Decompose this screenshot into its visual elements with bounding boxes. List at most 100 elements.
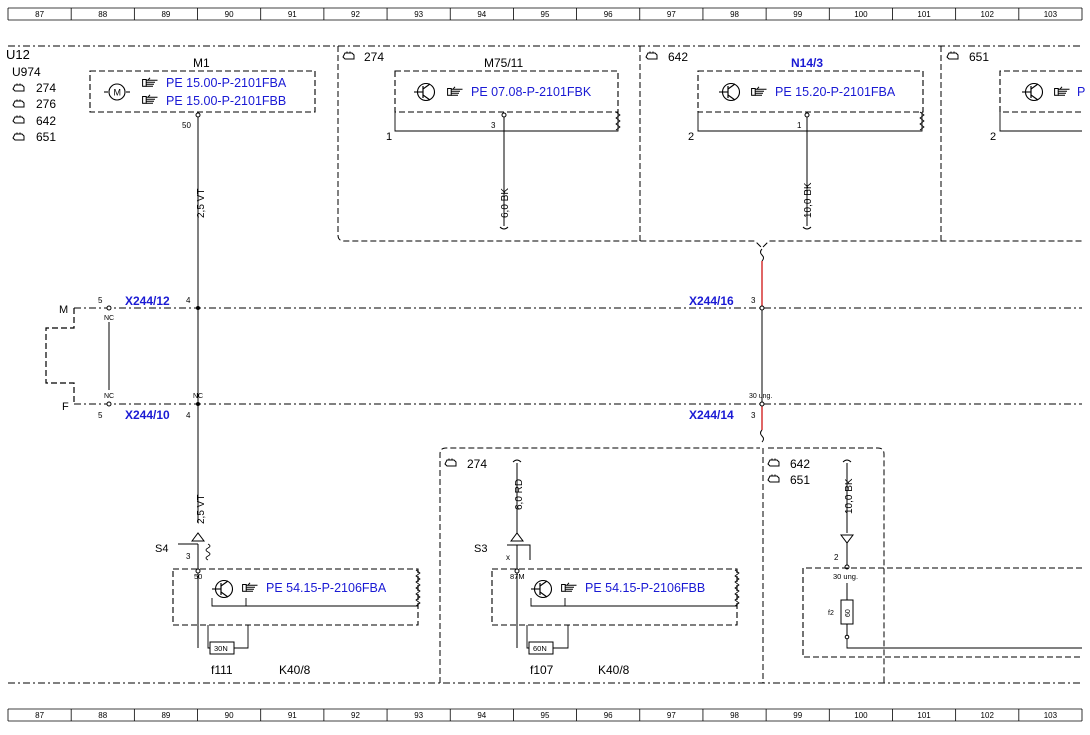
grid-column-bottom: 95 — [541, 711, 550, 720]
pin-label: 5 — [98, 296, 103, 305]
pin-label: 2 — [834, 553, 839, 562]
grid-column-bottom: 100 — [854, 711, 868, 720]
grid-column-top: 88 — [98, 10, 107, 19]
fuse-module-f2: 2 30 ung. 60 f2 — [802, 534, 1082, 658]
engine-code-icon — [767, 474, 780, 483]
engine-code-icon — [946, 51, 959, 60]
grid-column-top: 92 — [351, 10, 360, 19]
fuse-name: f107 — [530, 663, 554, 677]
reference-link[interactable]: PE 15.00-P-2101FBA — [166, 76, 287, 90]
grid-column-bottom: 98 — [730, 711, 739, 720]
reference-link[interactable]: PE 15.20-P-2101FBA — [775, 85, 896, 99]
wire-label: 10,0 BK — [844, 478, 855, 514]
pointing-hand-icon — [447, 86, 463, 96]
grid-column-top: 91 — [288, 10, 297, 19]
transistor-icon — [1022, 82, 1044, 102]
pin-label: 3 — [186, 552, 191, 561]
pin-label: 2 — [990, 131, 996, 143]
connector-label[interactable]: X244/12 — [125, 294, 170, 308]
pin-label: 1 — [386, 131, 392, 143]
variant-code: 642 — [790, 457, 810, 471]
fuse-name: f111 — [211, 663, 233, 677]
pin-label: 3 — [491, 121, 496, 130]
variant-title-u974: U974 — [12, 65, 41, 79]
rail-label-m: M — [59, 304, 68, 316]
grid-column-top: 97 — [667, 10, 676, 19]
connector-label[interactable]: X244/10 — [125, 408, 170, 422]
pin-label: 1 — [797, 121, 802, 130]
grid-column-top: 99 — [793, 10, 802, 19]
engine-code-icon — [12, 83, 25, 92]
reference-link[interactable]: PE 54.15-P-2106FBB — [585, 581, 705, 595]
grid-column-bottom: 99 — [793, 711, 802, 720]
wire-label: 10,0 BK — [803, 182, 814, 218]
variant-code: 274 — [467, 457, 487, 471]
engine-code-icon — [342, 51, 355, 60]
pin-label: 4 — [186, 411, 191, 420]
grid-column-bottom: 90 — [225, 711, 234, 720]
partial-label-u12: U12 — [6, 47, 30, 62]
grid-column-top: 102 — [981, 10, 995, 19]
engine-code-icon — [767, 458, 780, 467]
pin-label: 2 — [688, 131, 694, 143]
variant-code: 651 — [790, 473, 810, 487]
fuse-label: 60N — [533, 644, 547, 653]
reference-link[interactable]: PE 54.15-P-2106FBA — [266, 581, 387, 595]
transistor-icon — [212, 579, 234, 599]
engine-code-item: 274 — [36, 81, 56, 95]
grid-column-bottom: 87 — [35, 711, 44, 720]
engine-code-icon — [12, 99, 25, 108]
grid-ruler-bottom — [8, 708, 1082, 722]
switch-s3: S3 x 87M — [474, 532, 531, 581]
pointing-hand-icon — [561, 582, 577, 592]
pin-label: x — [506, 553, 510, 562]
connector-x244-10: NC NC 5 X244/10 4 — [98, 393, 203, 422]
grid-column-bottom: 93 — [414, 711, 423, 720]
engine-code-icon — [12, 115, 25, 124]
reference-link[interactable]: P — [1077, 85, 1085, 99]
variant-code: 651 — [969, 50, 989, 64]
engine-code-item: 276 — [36, 97, 56, 111]
relay-k40-8-right: PE 54.15-P-2106FBB 60N f107 K40/8 — [491, 568, 740, 677]
grid-column-bottom: 97 — [667, 711, 676, 720]
pointing-hand-icon — [1054, 86, 1070, 96]
grid-ruler-top — [8, 7, 1082, 21]
pointing-hand-icon — [242, 582, 258, 592]
connector-x244-16: X244/16 3 — [689, 294, 765, 311]
connector-rails: M F — [45, 304, 1082, 413]
reference-link[interactable]: PE 15.00-P-2101FBB — [166, 94, 286, 108]
switch-label: S4 — [155, 543, 168, 555]
relay-k40-8-left: PE 54.15-P-2106FBA 30N f111 K40/8 — [172, 568, 421, 677]
fuse-name: f2 — [828, 610, 834, 617]
variant-enclosure-bottom-274 — [439, 447, 764, 683]
fuse-label: 30N — [214, 644, 228, 653]
switch-label: S3 — [474, 543, 487, 555]
rail-label-f: F — [62, 401, 69, 413]
grid-column-top: 103 — [1044, 10, 1058, 19]
grid-column-bottom: 88 — [98, 711, 107, 720]
connector-label[interactable]: X244/14 — [689, 408, 734, 422]
wire-label: 6,0 RD — [514, 479, 525, 510]
component-n14-3-label[interactable]: N14/3 — [791, 56, 823, 70]
relay-name: K40/8 — [279, 663, 311, 677]
nc-label: NC — [193, 393, 203, 400]
pin-label: 3 — [751, 411, 756, 420]
wire-label: 2,5 VT — [196, 495, 207, 524]
connector-label[interactable]: X244/16 — [689, 294, 734, 308]
switch-s4: S4 3 50 — [155, 532, 211, 581]
grid-column-bottom: 103 — [1044, 711, 1058, 720]
engine-code-item: 642 — [36, 114, 56, 128]
component-m1: M1 M PE 15.00-P-2101FBA PE 15.00-P-2101F… — [89, 56, 316, 130]
component-n14-3: N14/3 PE 15.20-P-2101FBA 2 1 10,0 BK — [688, 56, 925, 230]
terminal-label: 30 ung. — [833, 572, 858, 581]
grid-column-bottom: 94 — [477, 711, 486, 720]
motor-icon: M — [104, 83, 130, 101]
pin-label: 50 — [182, 121, 191, 130]
component-m75-11: M75/11 PE 07.08-P-2101FBK 1 3 6,0 BK — [386, 56, 621, 230]
reference-link[interactable]: PE 07.08-P-2101FBK — [471, 85, 592, 99]
connector-x244-14: 30 ung. X244/14 3 — [689, 393, 772, 422]
connector-x244-12: 5 X244/12 4 NC — [98, 294, 200, 390]
grid-column-bottom: 102 — [981, 711, 995, 720]
transistor-icon — [414, 82, 436, 102]
